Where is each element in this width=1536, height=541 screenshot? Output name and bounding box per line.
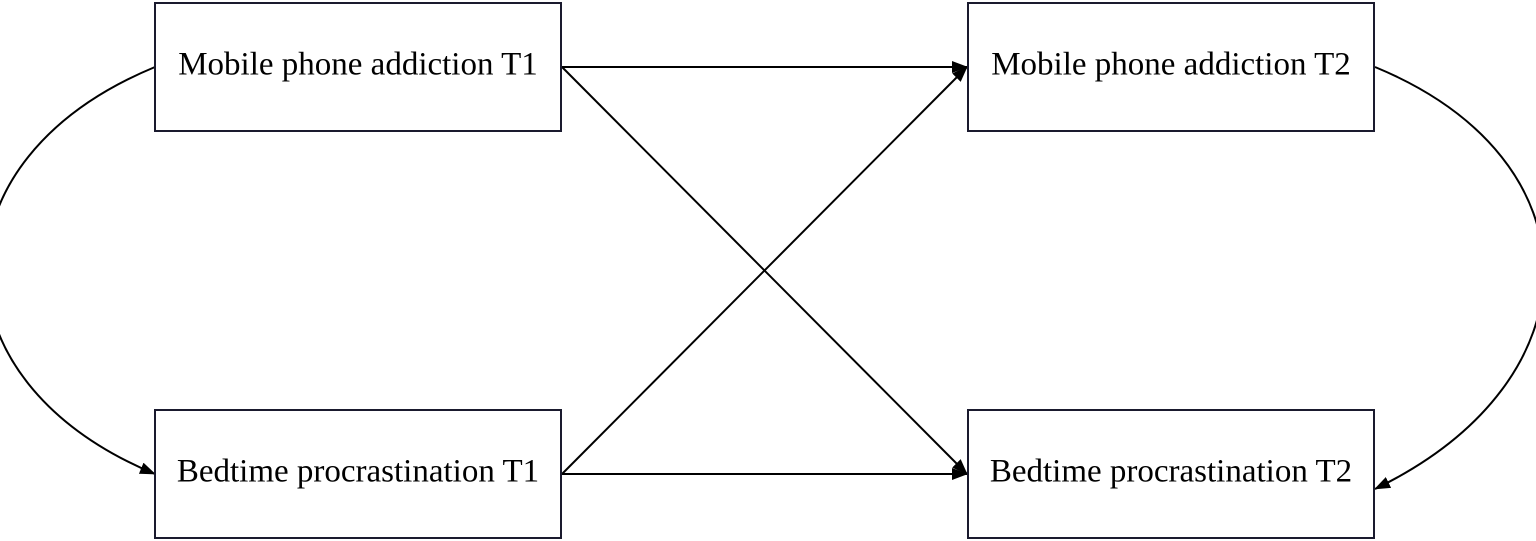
edges xyxy=(0,55,1536,490)
node-bedtime-procrastination-t1: Bedtime procrastination T1 xyxy=(154,409,562,539)
node-box-mpa-t2 xyxy=(967,2,1375,132)
node-box-bp-t2 xyxy=(967,409,1375,539)
covariance-arc-t2 xyxy=(1358,55,1536,490)
node-box-mpa-t1 xyxy=(154,2,562,132)
covariance-arc-t1 xyxy=(0,55,172,475)
node-label-mpa-t2: Mobile phone addiction T2 xyxy=(991,47,1351,83)
node-box-bp-t1 xyxy=(154,409,562,539)
node-label-bp-t2: Bedtime procrastination T2 xyxy=(990,454,1352,490)
edge-bp-t1-to-mpa-t2 xyxy=(561,66,968,475)
node-mobile-phone-addiction-t2: Mobile phone addiction T2 xyxy=(967,2,1375,132)
node-mobile-phone-addiction-t1: Mobile phone addiction T1 xyxy=(154,2,562,132)
node-bedtime-procrastination-t2: Bedtime procrastination T2 xyxy=(967,409,1375,539)
node-label-mpa-t1: Mobile phone addiction T1 xyxy=(178,47,538,83)
node-label-bp-t1: Bedtime procrastination T1 xyxy=(177,454,539,490)
